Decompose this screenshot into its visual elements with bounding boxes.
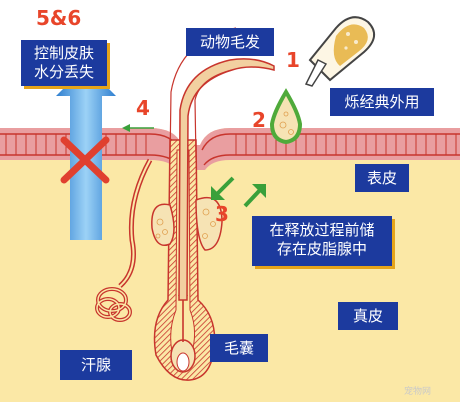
moisture-arrow-icon xyxy=(56,66,116,240)
label-epidermis: 表皮 xyxy=(355,164,409,192)
label-control-moisture: 控制皮肤 水分丢失 xyxy=(21,40,107,86)
green-arrow-down xyxy=(215,176,235,196)
label-sweat-gland: 汗腺 xyxy=(60,350,132,380)
sebaceous-gland-left xyxy=(151,203,175,246)
gland-texture xyxy=(155,208,216,239)
label-dermis: 真皮 xyxy=(338,302,398,330)
epidermis-top-line-right xyxy=(201,133,460,151)
epidermis-band xyxy=(0,128,460,170)
sweat-gland-coil-inner xyxy=(96,288,131,321)
label-storage: 在释放过程前储 存在皮脂腺中 xyxy=(252,216,392,266)
dermal-papilla xyxy=(176,352,190,372)
label-storage-line1: 在释放过程前储 xyxy=(269,221,375,239)
droplet-texture xyxy=(279,111,294,135)
label-storage-line2: 存在皮脂腺中 xyxy=(276,240,367,258)
green-arrow-up xyxy=(243,188,262,208)
label-animal-hair: 动物毛发 xyxy=(186,28,274,56)
step-4-label: 4 xyxy=(136,96,150,120)
watermark: 宠物网 xyxy=(404,387,432,397)
green-arrow-down-head xyxy=(211,186,225,200)
epidermis-bottom-line-right xyxy=(203,154,460,166)
step-3-label: 3 xyxy=(215,202,229,226)
label-control-moisture-line2: 水分丢失 xyxy=(33,63,94,81)
green-arrow-step4-head xyxy=(122,124,130,132)
sweat-gland-duct-inner xyxy=(119,159,151,287)
epidermis-hatch xyxy=(5,134,457,155)
green-arrow-up-head xyxy=(252,184,266,198)
red-cross-icon xyxy=(60,136,110,184)
step-1-label: 1 xyxy=(286,48,300,72)
pipette-icon xyxy=(304,16,375,87)
step-5-6-label: 5&6 xyxy=(36,6,82,30)
skin-dermis xyxy=(0,128,460,402)
hair-shaft-outer-right xyxy=(194,69,233,161)
droplet-icon xyxy=(269,88,303,145)
label-topical-use: 烁经典外用 xyxy=(330,88,434,116)
label-control-moisture-line1: 控制皮肤 xyxy=(33,44,94,62)
step-2-label: 2 xyxy=(252,108,266,132)
label-hair-follicle: 毛囊 xyxy=(210,334,268,362)
